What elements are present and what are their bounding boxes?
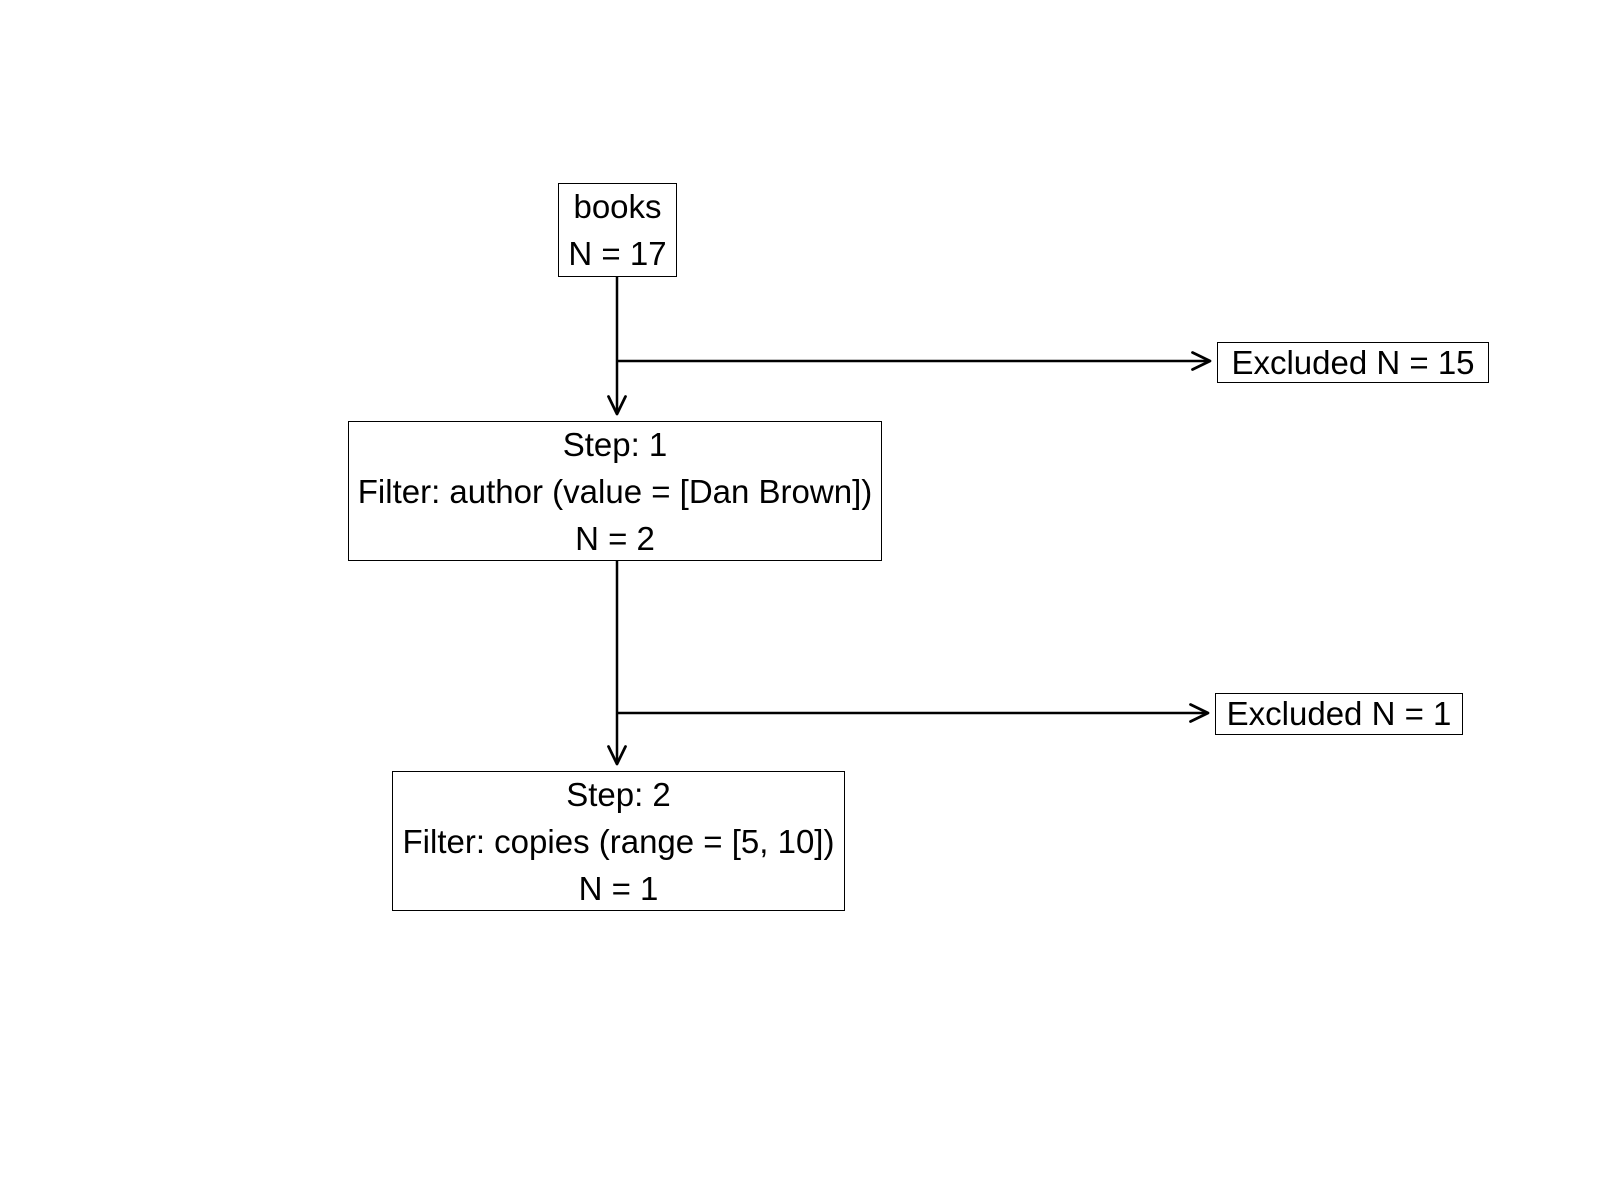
node-source-box: books N = 17 (558, 183, 677, 277)
step-2-title: Step: 2 (566, 775, 671, 813)
excluded-2-label: Excluded N = 1 (1226, 695, 1452, 732)
node-step-2-box: Step: 2 Filter: copies (range = [5, 10])… (392, 771, 845, 911)
source-count: N = 17 (568, 235, 667, 272)
step-1-title: Step: 1 (562, 425, 668, 463)
excluded-1-label: Excluded N = 15 (1231, 344, 1475, 381)
node-excluded-1-box: Excluded N = 15 (1217, 342, 1489, 383)
step-2-filter: Filter: copies (range = [5, 10]) (402, 822, 835, 860)
step-1-count: N = 2 (575, 519, 655, 557)
step-1-filter: Filter: author (value = [Dan Brown]) (357, 472, 873, 510)
node-step-1-box: Step: 1 Filter: author (value = [Dan Bro… (348, 421, 882, 561)
node-excluded-2-box: Excluded N = 1 (1215, 693, 1463, 735)
step-2-count: N = 1 (578, 869, 659, 907)
source-dataset-name: books (573, 188, 662, 225)
